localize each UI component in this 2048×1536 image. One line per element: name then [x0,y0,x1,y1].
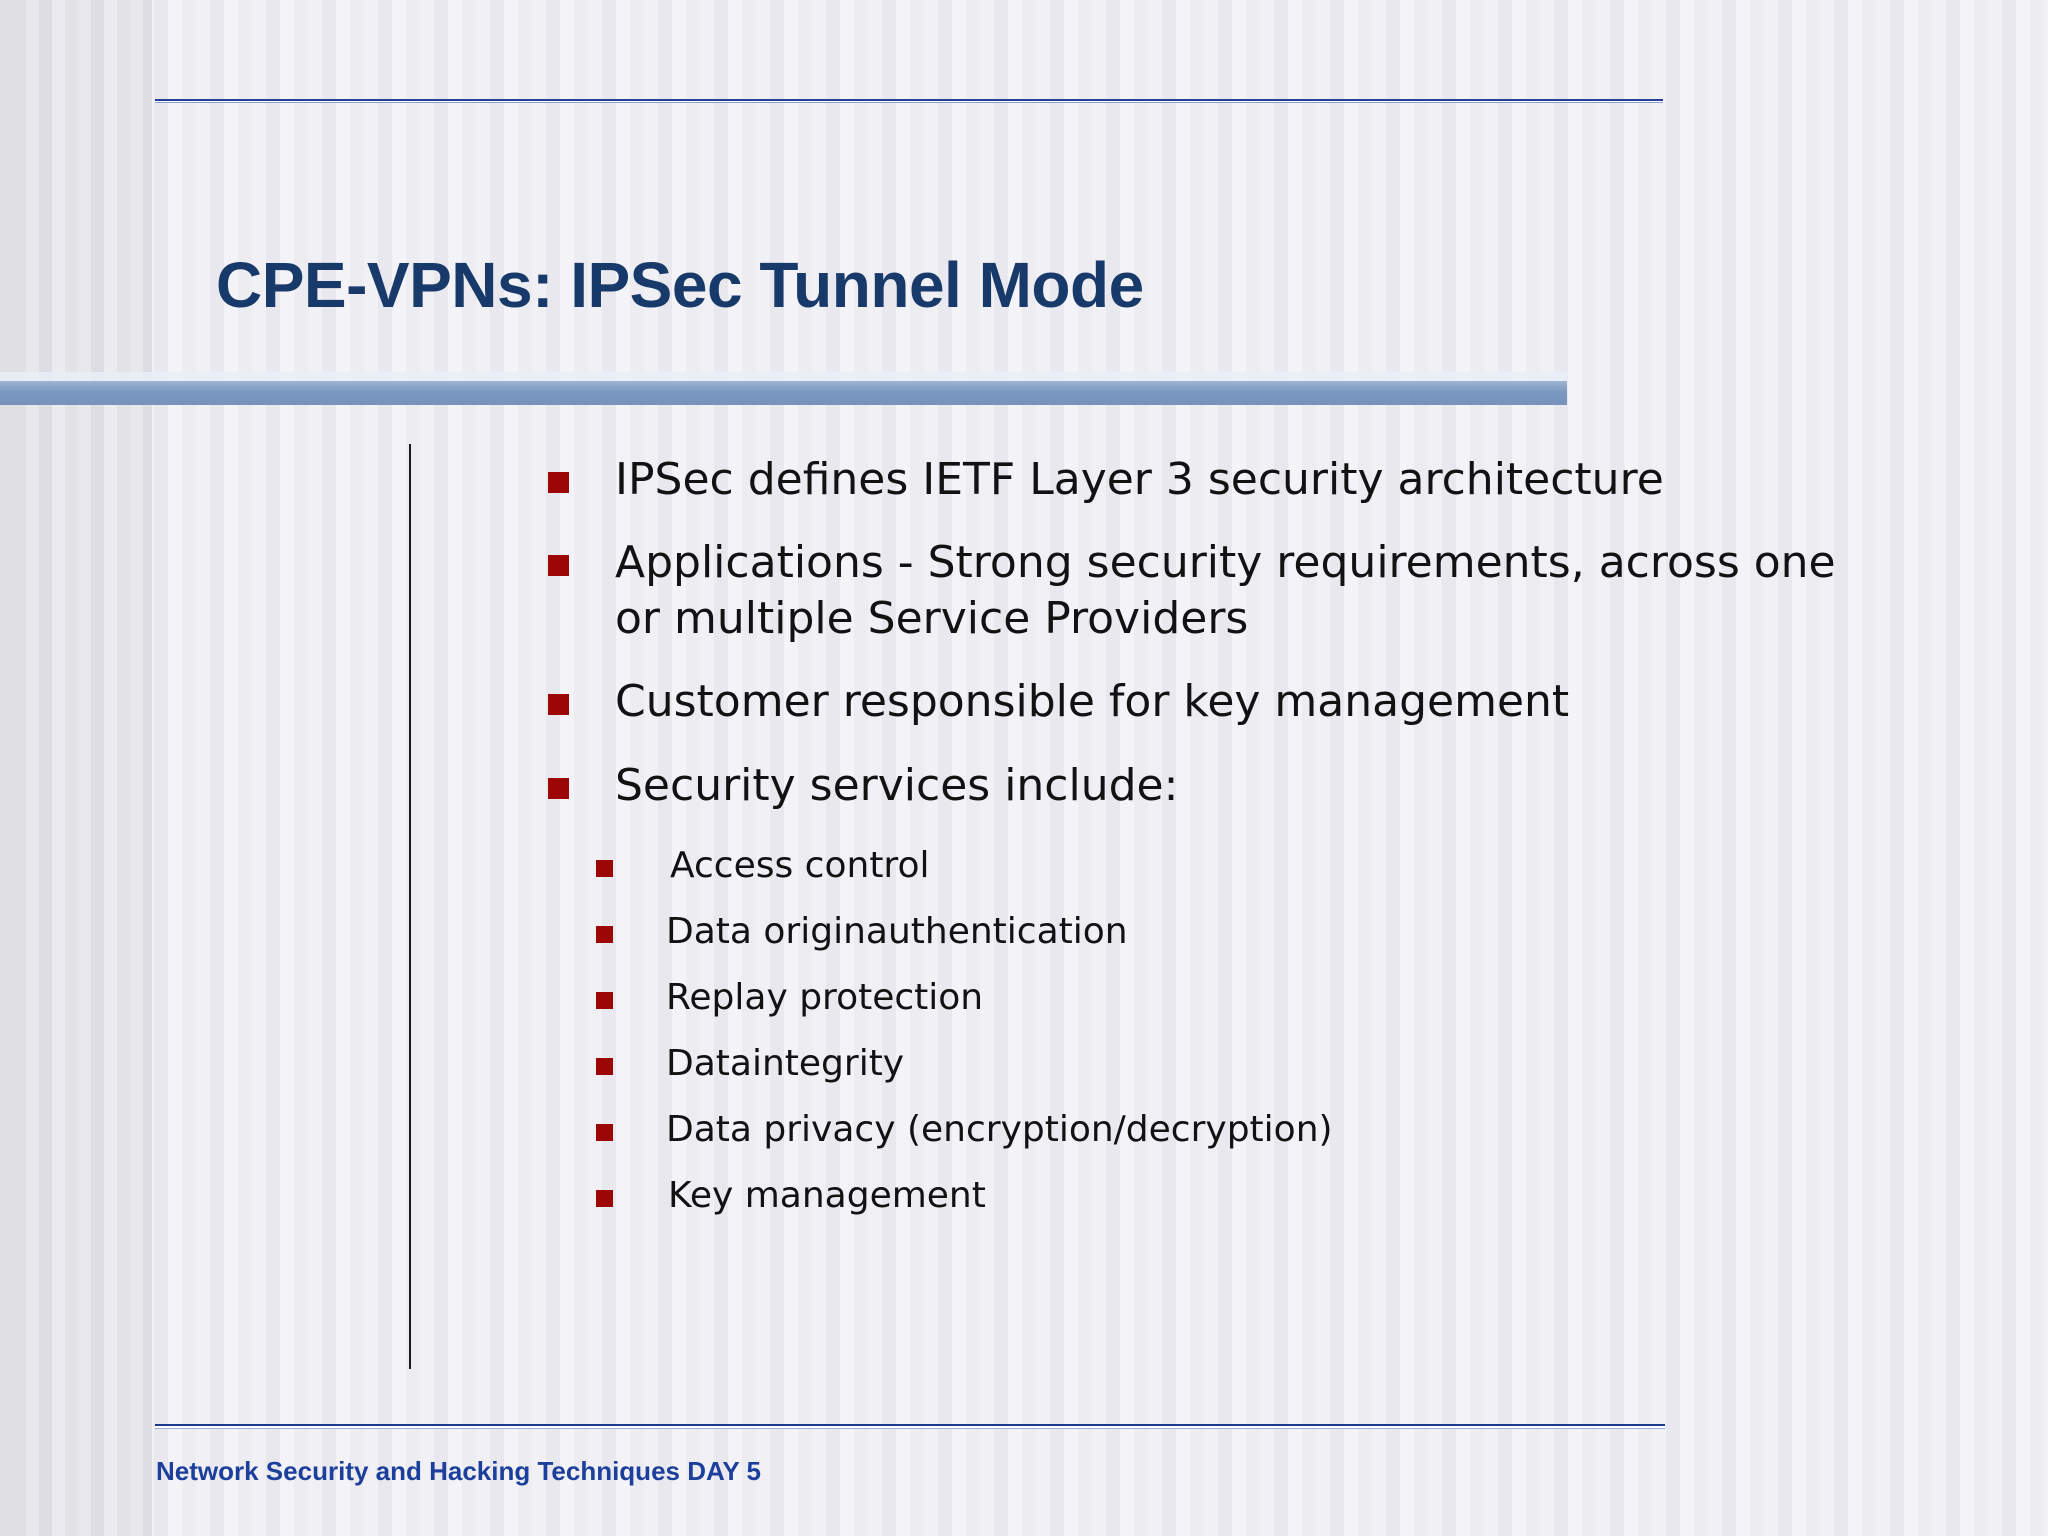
bullet-square-icon [548,472,569,493]
sub-bullet-list: Access control Data originauthentication… [596,843,1878,1218]
slide-background-left-edge [0,0,26,1536]
list-item: Data originauthentication [596,909,1878,954]
bullet-square-icon [596,1058,613,1076]
bullet-text: Customer responsible for key management [615,676,1570,728]
list-item: Customer responsible for key management [548,674,1878,729]
list-item: Key management [596,1173,1878,1218]
slide-title: CPE-VPNs: IPSec Tunnel Mode [216,249,1144,321]
bullet-text: Applications - Strong security requireme… [615,537,1836,644]
bullet-text: Security services include: [615,759,1179,811]
bullet-square-icon [596,1190,613,1208]
bullet-square-icon [548,694,569,716]
header-divider-rule [155,99,1663,103]
sub-bullet-text: Dataintegrity [666,1043,905,1085]
bullet-square-icon [548,777,569,799]
list-item: Dataintegrity [596,1041,1878,1086]
bullet-square-icon [596,992,613,1010]
list-item: Access control [596,843,1878,888]
sub-bullet-text: Key management [668,1175,986,1217]
sub-bullet-text: Access control [670,845,930,887]
title-accent-band [0,381,1567,405]
footer-divider-rule [155,1424,1665,1429]
sub-bullet-text: Data privacy (encryption/decryption) [666,1109,1333,1151]
list-item: IPSec defines IETF Layer 3 security arch… [548,452,1878,507]
footer-text: Network Security and Hacking Techniques … [156,1456,761,1486]
list-item: Replay protection [596,975,1878,1020]
sub-bullet-text: Replay protection [666,977,984,1019]
bullet-square-icon [596,860,613,878]
bullet-square-icon [596,1124,613,1142]
list-item: Security services include: [548,758,1878,813]
list-item: Applications - Strong security requireme… [548,535,1878,646]
slide-body: IPSec defines IETF Layer 3 security arch… [548,452,1878,1239]
list-item: Data privacy (encryption/decryption) [596,1107,1878,1152]
bullet-square-icon [548,555,569,577]
content-vertical-rule [409,444,411,1369]
title-accent-band-highlight [0,372,1567,382]
sub-bullet-text: Data originauthentication [666,911,1128,953]
bullet-square-icon [596,926,613,944]
bullet-text: IPSec defines IETF Layer 3 security arch… [615,454,1664,505]
